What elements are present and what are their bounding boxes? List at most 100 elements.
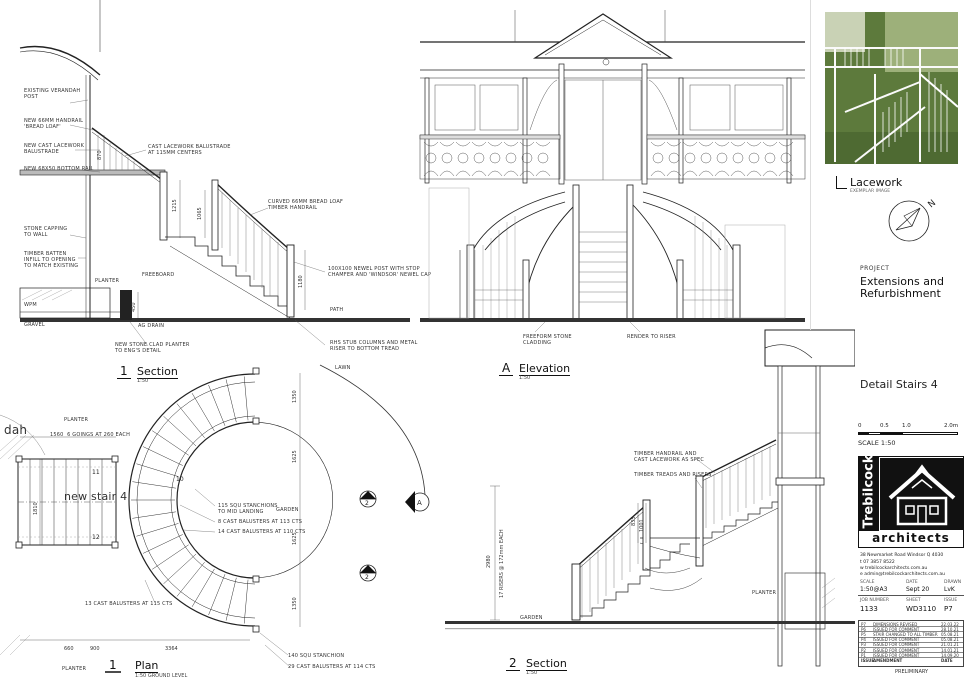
- scale-tick-0: 0: [858, 423, 862, 429]
- s2-note-garden: GARDEN: [520, 615, 543, 621]
- plan-marker-2-bottom: 2: [365, 574, 369, 581]
- elevation-drawing: [419, 10, 806, 333]
- plan-dim-1350-bottom: 1350: [292, 597, 298, 610]
- lacework-scroll: [746, 141, 762, 177]
- plan-note-13-balusters: 13 CAST BALUSTERS AT 115 CTS: [85, 601, 173, 607]
- revision-issue: P1: [861, 652, 866, 658]
- tread-12: 12: [92, 534, 100, 541]
- plan-marker-2-top: 2: [365, 500, 369, 507]
- revision-issue: P7: [861, 621, 866, 627]
- revision-date: 22.03.22: [941, 621, 959, 627]
- stair-tread: [132, 481, 176, 489]
- stair-tread: [152, 430, 189, 456]
- plan-dim-3364: 3364: [165, 646, 178, 652]
- sheet-title: Detail Stairs 4: [860, 378, 938, 391]
- plan-label-new-stair: new stair 4: [64, 490, 128, 503]
- note-existing-post: EXISTING VERANDAH POST: [24, 88, 81, 100]
- stair-tread: [208, 384, 226, 426]
- divider-right: [810, 0, 811, 330]
- section-1-number: 1: [120, 364, 128, 378]
- job-label: JOB NUMBER: [860, 598, 889, 603]
- lacework-motif: [425, 152, 437, 164]
- note-gravel: GRAVEL: [24, 322, 45, 328]
- revision-amendment: ISSUED FOR COMMENT: [873, 652, 920, 658]
- section-2-title: Section: [526, 657, 567, 671]
- lacework-scroll: [439, 141, 455, 177]
- lacework-motif: [668, 152, 680, 164]
- lacework-scroll: [519, 141, 535, 177]
- lacework-motif: [505, 152, 517, 164]
- plan-note-stanchions-mid: 115 SQU STANCHIONS TO MID LANDING: [218, 503, 278, 515]
- note-new-handrail: NEW 66mm HANDRAIL 'BREAD LOAF': [24, 118, 84, 130]
- revision-date: 05.08.21: [941, 631, 959, 637]
- revision-amendment: ISSUED FOR COMMENT: [873, 637, 920, 643]
- scale-tick-1: 1.0: [902, 423, 911, 429]
- s2-dim-835: 835: [631, 516, 637, 526]
- plan-note-14-balusters: 14 CAST BALUSTERS AT 110 CTS: [218, 529, 306, 535]
- revision-issue: P6: [861, 626, 866, 632]
- plan-label-garden: GARDEN: [276, 507, 299, 513]
- dim-1215: 1215: [172, 199, 178, 212]
- plan-dim-1350-top: 1350: [292, 390, 298, 403]
- revision-header-cell: AMENDMENT: [873, 657, 903, 663]
- note-cast-lacework: CAST LACEWORK BALUSTRADE AT 115mm CENTER…: [148, 144, 231, 156]
- lacework-scroll: [423, 141, 439, 177]
- stair-tread: [142, 446, 183, 466]
- lacework-scroll: [730, 141, 746, 177]
- lacework-scroll: [650, 141, 666, 177]
- issue-value: P7: [944, 605, 953, 613]
- drawn-label: DRAWN: [944, 580, 962, 585]
- lacework-caption: Lacework EXEMPLAR IMAGE: [836, 176, 946, 196]
- s2-note-planter: PLANTER: [752, 590, 777, 596]
- scale-tick-05: 0.5: [880, 423, 889, 429]
- stair-tread: [152, 544, 189, 570]
- revision-header-cell: DATE: [941, 657, 953, 663]
- dim-870: 870: [97, 150, 103, 160]
- drawn-value: LvK: [944, 586, 955, 593]
- revision-amendment: ISSUED FOR COMMENT: [873, 647, 920, 653]
- stair-tread: [243, 376, 249, 421]
- revision-amendment: STAIR CHANGED TO ALL TIMBER: [873, 631, 938, 637]
- lacework-motif: [489, 152, 501, 164]
- lacework-motif: [441, 152, 453, 164]
- plan-label-lawn: LAWN: [335, 365, 351, 371]
- revision-issue: P5: [861, 631, 866, 637]
- note-ag-drain: AG DRAIN: [138, 323, 165, 329]
- lacework-scroll: [503, 141, 519, 177]
- stair-tread: [208, 574, 226, 616]
- plan-view: 1350 1625 1625 1350 1810 660 900 3364 11…: [0, 355, 440, 695]
- lacework-motif: [473, 152, 485, 164]
- plan-note-8-balusters: 8 CAST BALUSTERS AT 113 CTS: [218, 519, 303, 525]
- lacework-motif: [457, 152, 469, 164]
- lacework-motif: [764, 152, 776, 164]
- stair-tread: [176, 403, 205, 438]
- plan-title: Plan: [135, 659, 159, 673]
- lacework-scroll: [455, 141, 471, 177]
- lacework-scroll: [471, 141, 487, 177]
- plan-label-goings: 1560 6 GOINGS AT 260 EACH: [50, 432, 131, 438]
- firm-logo: Trebilcock architects: [858, 454, 964, 548]
- tread-10: 10: [176, 476, 184, 483]
- revision-date: 05.08.21: [941, 637, 959, 643]
- lacework-motif: [716, 152, 728, 164]
- section-2-scale: 1:50: [526, 670, 538, 676]
- plan-dim-660: 660: [64, 646, 74, 652]
- revision-amendment: ISSUED FOR COMMENT: [873, 626, 920, 632]
- note-planter: PLANTER: [95, 278, 120, 284]
- firm-name-vertical: Trebilcock: [861, 454, 877, 529]
- plan-marker-a: A: [417, 499, 422, 507]
- firm-address: 38 Newmarket Road Windsor Q 4030: [860, 553, 944, 558]
- stair-tread: [243, 579, 249, 624]
- lacework-scroll: [698, 141, 714, 177]
- stair-tread: [142, 534, 183, 554]
- plan-label-planter-bottom: PLANTER: [62, 666, 87, 672]
- lacework-scroll: [487, 141, 503, 177]
- section-1-title-block: 1 Section 1:50: [117, 364, 187, 384]
- note-render-riser: RENDER TO RISER: [627, 334, 676, 340]
- lacework-motif: [537, 152, 549, 164]
- stair-tread: [176, 562, 205, 597]
- scale-bar: 0 0.5 1.0 2.0m SCALE 1:50: [858, 423, 963, 453]
- plan-note-29-balusters: 29 CAST BALUSTERS AT 114 CTS: [288, 664, 376, 670]
